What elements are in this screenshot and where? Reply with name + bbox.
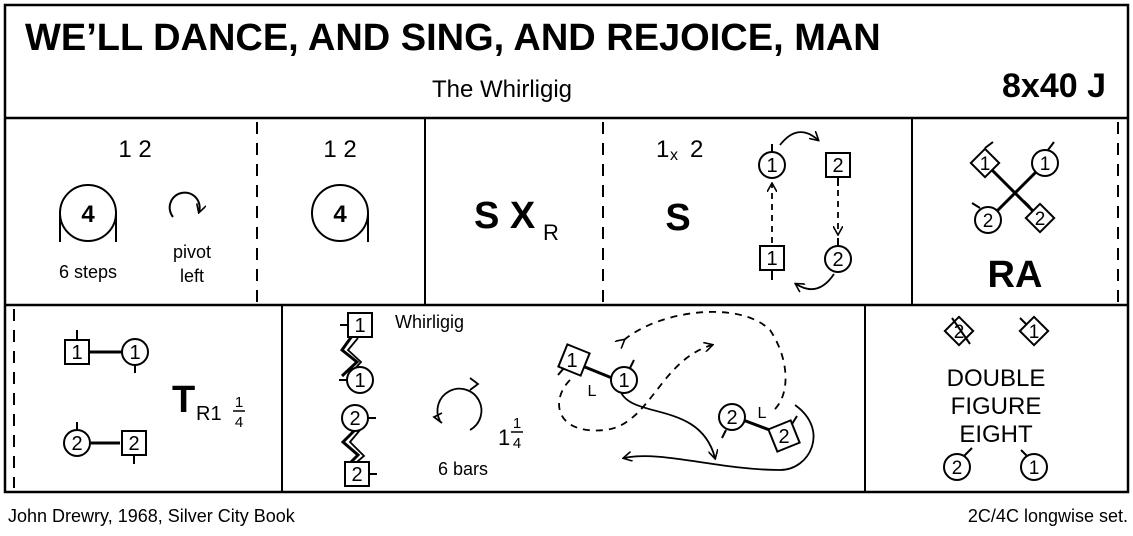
svg-text:2: 2 — [954, 322, 965, 343]
svg-text:2: 2 — [983, 211, 994, 232]
dashed-dividers — [13, 122, 1119, 488]
r2c3-line3: EIGHT — [959, 421, 1033, 448]
dance-subtitle: The Whirligig — [432, 76, 572, 103]
r1c4-couple-a: 1 — [656, 136, 669, 163]
svg-text:2: 2 — [128, 433, 139, 455]
svg-text:1: 1 — [354, 370, 365, 392]
footer-right: 2C/4C longwise set. — [968, 506, 1128, 526]
svg-text:1: 1 — [980, 154, 991, 175]
outer-frame — [3, 3, 1130, 494]
r2c2-column-dancers: 1 1 2 2 — [339, 312, 377, 487]
r2c1-frac-num: 1 — [235, 394, 243, 411]
r1c4-text: S — [665, 197, 690, 239]
svg-text:2: 2 — [832, 249, 843, 271]
svg-text:1: 1 — [129, 342, 140, 364]
r2c2-l1: L — [588, 383, 597, 400]
svg-text:2: 2 — [726, 407, 737, 429]
r2c2-bars: 6 bars — [438, 459, 488, 479]
svg-text:1: 1 — [354, 315, 365, 337]
r1c3-sub: R — [543, 220, 559, 245]
r1c2-couples: 1 2 — [323, 136, 356, 163]
svg-text:1: 1 — [1029, 458, 1040, 479]
r1c5-dancers: 1 1 2 2 — [969, 141, 1059, 234]
r2c1-frac-den: 4 — [235, 414, 243, 431]
svg-text:2: 2 — [952, 458, 963, 479]
r2c2-label: Whirligig — [395, 312, 464, 332]
svg-text:1: 1 — [71, 342, 82, 364]
r2c2-turn-circle — [436, 387, 483, 431]
r2c3-dancers: 2 1 2 1 — [943, 315, 1050, 481]
r1c4-couple-x: x — [670, 147, 678, 164]
dance-title: WE’LL DANCE, AND SING, AND REJOICE, MAN — [25, 17, 881, 59]
svg-text:2: 2 — [351, 464, 362, 486]
r2c1-text: T — [172, 379, 195, 421]
svg-text:1: 1 — [618, 370, 629, 392]
svg-text:1: 1 — [766, 155, 777, 177]
r2c2-l2: L — [758, 405, 767, 422]
svg-text:1: 1 — [1040, 154, 1051, 175]
r1c2-circle-count: 4 — [333, 201, 347, 228]
r1c1-pivot-2: left — [180, 266, 204, 286]
svg-text:2: 2 — [1035, 209, 1046, 230]
svg-text:2: 2 — [349, 408, 360, 430]
r2c1-dancers: 1 1 2 2 — [63, 330, 149, 464]
r2c3-line1: DOUBLE — [947, 365, 1046, 392]
footer-left: John Drewry, 1968, Silver City Book — [8, 506, 296, 526]
r1c4-couple-b: 2 — [690, 136, 703, 163]
r2c2-frac-den: 4 — [513, 435, 521, 452]
svg-text:2: 2 — [778, 426, 789, 448]
r1c3-text: S X — [474, 195, 536, 237]
pivot-arrow — [168, 191, 200, 218]
r2c2-frac-num: 1 — [513, 415, 521, 432]
svg-text:2: 2 — [71, 433, 82, 455]
r2c3-line2: FIGURE — [951, 393, 1042, 420]
dance-format: 8x40 J — [1002, 67, 1106, 105]
svg-text:1: 1 — [566, 350, 577, 372]
r1c4-dancers: 1 2 1 2 — [758, 132, 852, 289]
r2c2-whirl-dancers: 1 1 L 2 2 L — [557, 310, 815, 471]
r1c1-pivot-1: pivot — [173, 242, 211, 262]
r1c1-circle-label: 6 steps — [59, 262, 117, 282]
r1c1-couples: 1 2 — [118, 136, 151, 163]
r1c1-circle-count: 4 — [81, 201, 95, 228]
svg-text:2: 2 — [832, 155, 843, 177]
r2c2-turn-whole: 1 — [498, 425, 510, 450]
svg-text:1: 1 — [766, 248, 777, 270]
r2c1-sub: R1 — [196, 403, 222, 425]
svg-text:1: 1 — [1029, 322, 1040, 343]
r1c5-text: RA — [988, 254, 1043, 296]
